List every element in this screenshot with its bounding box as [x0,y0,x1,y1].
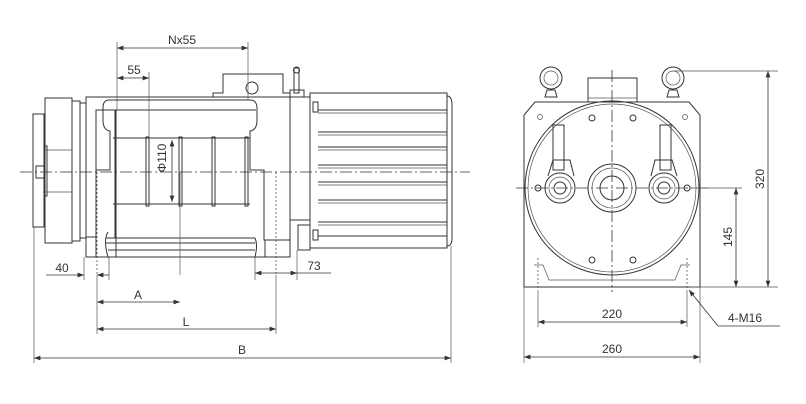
callout-label-4-m16: 4-M16 [728,311,762,325]
dim-label-b: B [238,343,246,357]
eye-bolt-right [661,66,685,98]
dim-label-220: 220 [602,307,622,321]
flange-bolts [534,114,691,264]
dim-label-320: 320 [753,169,767,189]
brake-arm-right [648,124,680,204]
dim-label-l: L [183,315,190,329]
lifting-eye-icon [245,81,259,95]
dim-label-55: 55 [127,63,141,77]
side-view: Nx55 55 Φ110 40 73 A [20,33,470,363]
dim-label-diameter: Φ110 [155,143,169,172]
brake-arm-left [544,124,576,204]
dimension-220: 220 [537,290,688,327]
motor [309,92,453,249]
dim-label-40: 40 [55,261,69,275]
dim-label-260: 260 [602,342,622,356]
dimension-a: A [97,288,180,305]
dim-label-nx55: Nx55 [168,33,196,47]
shaft-hub [587,163,637,213]
end-view: 220 260 145 320 4-M16 [516,66,780,363]
eye-bolt-left [539,66,563,98]
dim-label-a: A [134,288,142,302]
dimension-40: 40 [46,257,110,280]
release-lever [289,66,305,98]
dimension-320: 320 [673,70,778,287]
brake-assembly [32,97,87,244]
drum-housing [85,96,291,275]
dimension-260: 260 [523,287,701,363]
dimension-145: 145 [690,187,778,288]
terminal-box [587,77,638,103]
dimension-diameter: Φ110 [155,140,175,202]
drum [113,110,250,275]
terminal-box [212,73,291,97]
motor-flange [289,96,311,221]
dimension-55: 55 [117,63,150,138]
callout-4-m16: 4-M16 [688,289,780,327]
dim-label-145: 145 [721,227,735,247]
dimension-l: L [96,275,277,334]
dimension-73: 73 [254,250,331,280]
dim-label-73: 73 [307,259,321,273]
dimension-b: B [33,227,452,363]
